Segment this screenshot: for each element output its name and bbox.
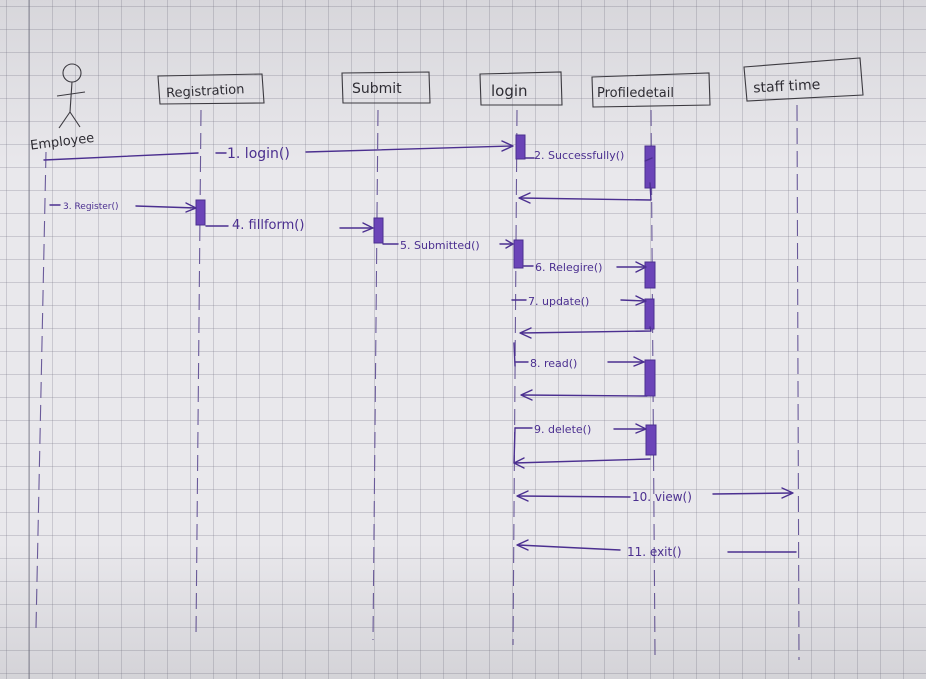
object-staff-time: staff time bbox=[743, 57, 864, 102]
message-10-view: 10. view() bbox=[516, 487, 794, 504]
activation-submit bbox=[373, 217, 384, 244]
message-5-submitted: 5. Submitted() bbox=[382, 239, 514, 252]
message-9-delete: 9. delete() bbox=[513, 423, 651, 469]
object-profiledetail-label: Profiledetail bbox=[597, 86, 674, 101]
message-2-successfully: 2. Successfully() bbox=[518, 149, 653, 204]
message-4-fillform: 4. fillform() bbox=[205, 218, 374, 233]
message-4-label: 4. fillform() bbox=[232, 218, 304, 233]
lifeline-registration bbox=[195, 109, 202, 637]
message-6-label: 6. Relegire() bbox=[535, 261, 602, 274]
actor-employee-label: Employee bbox=[29, 131, 95, 154]
activation-bars bbox=[195, 134, 657, 456]
activation-profiledetail-3 bbox=[644, 298, 655, 330]
message-1-login: 1. login() bbox=[43, 140, 514, 162]
message-7-update: 7. update() bbox=[511, 295, 652, 339]
lifeline-submit bbox=[372, 109, 379, 641]
message-3-register: 3. Register() bbox=[49, 202, 197, 213]
object-registration: Registration bbox=[157, 73, 265, 105]
message-1-label: 1. login() bbox=[227, 146, 290, 162]
lifeline-employee bbox=[35, 151, 47, 629]
lifeline-staff-time bbox=[796, 104, 800, 661]
object-staff-time-label: staff time bbox=[753, 77, 821, 96]
margin-line bbox=[28, 0, 30, 679]
message-7-label: 7. update() bbox=[528, 295, 589, 308]
messages: 1. login() 2. Successfully() 3. Register… bbox=[43, 140, 797, 559]
object-registration-label: Registration bbox=[166, 82, 245, 101]
activation-profiledetail-5 bbox=[645, 424, 657, 456]
message-9-label: 9. delete() bbox=[534, 423, 591, 436]
message-5-label: 5. Submitted() bbox=[400, 239, 480, 252]
lifelines bbox=[35, 104, 800, 661]
activation-registration bbox=[195, 199, 206, 226]
message-10-label: 10. view() bbox=[632, 490, 692, 504]
message-3-label: 3. Register() bbox=[63, 202, 119, 212]
message-11-label: 11. exit() bbox=[627, 545, 682, 559]
actor-employee: Employee bbox=[29, 63, 95, 154]
object-profiledetail: Profiledetail bbox=[591, 72, 711, 108]
message-2-label: 2. Successfully() bbox=[534, 149, 624, 162]
activation-profiledetail-4 bbox=[644, 359, 656, 397]
lifeline-login bbox=[512, 109, 518, 646]
object-login: login bbox=[479, 71, 563, 106]
object-submit-label: Submit bbox=[352, 81, 402, 97]
activation-profiledetail-2 bbox=[644, 261, 656, 289]
message-8-read: 8. read() bbox=[513, 342, 648, 401]
activation-login-2 bbox=[513, 239, 524, 269]
object-submit: Submit bbox=[341, 71, 431, 104]
activation-login-1 bbox=[515, 134, 526, 160]
message-6-relegire: 6. Relegire() bbox=[523, 261, 647, 274]
activation-profiledetail-1 bbox=[644, 145, 656, 189]
stick-figure-icon bbox=[56, 63, 86, 129]
message-8-label: 8. read() bbox=[530, 357, 577, 370]
message-11-exit: 11. exit() bbox=[516, 539, 797, 559]
object-login-label: login bbox=[491, 82, 528, 100]
